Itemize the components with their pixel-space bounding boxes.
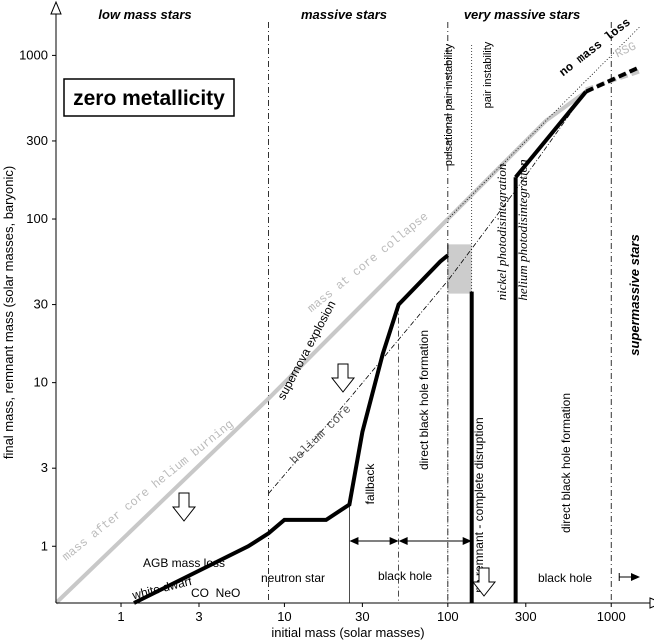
fallback-range-arrow-right-head (389, 537, 399, 545)
series-helium-core-line (268, 91, 587, 494)
series-no-mass-loss-line (447, 26, 641, 220)
series-lines (54, 26, 641, 605)
x-tick-label: 1000 (597, 609, 626, 624)
y-axis-arrowhead (50, 0, 62, 15)
co-label: CO (191, 586, 209, 600)
y-tick-label: 1000 (19, 47, 48, 62)
black-hole-label-1: black hole (378, 569, 432, 583)
y-tick-label: 1 (41, 538, 48, 553)
neutron-star-label: neutron star (261, 571, 325, 585)
helium-label: helium photodisintegration (515, 159, 530, 300)
shaded-bands (447, 244, 472, 294)
y-axis-title: final mass, remnant mass (solar masses, … (1, 166, 16, 459)
direct-bh-range-arrow-left-head (398, 537, 408, 545)
no-remnant-label: no remnant - complete disruption (472, 417, 486, 592)
supernova-down-arrow (330, 363, 356, 393)
no-remnant-down-arrow (471, 567, 497, 597)
y-tick-label: 100 (26, 211, 48, 226)
x-tick-label: 300 (515, 609, 537, 624)
x-axis-arrowhead (649, 597, 654, 609)
fallback-range-arrow-left-head (349, 537, 359, 545)
nickel-label: nickel photodisintegration (494, 164, 509, 301)
badge-label: zero metallicity (73, 87, 225, 110)
region-title-low-mass: low mass stars (98, 7, 191, 22)
direct-bh-label-2: direct black hole formation (559, 393, 573, 533)
direct-bh-label-1: direct black hole formation (417, 330, 431, 470)
x-axis-title: initial mass (solar masses) (271, 625, 424, 640)
y-tick-label: 30 (34, 297, 48, 312)
direct-bh-range-arrow-right-head (462, 537, 472, 545)
neo-label: NeO (216, 586, 241, 600)
x-tick-label: 3 (195, 609, 202, 624)
y-tick-label: 10 (34, 375, 48, 390)
y-tick-label: 300 (26, 133, 48, 148)
region-title-very-massive: very massive stars (464, 7, 580, 22)
x-tick-label: 10 (277, 609, 291, 624)
ppi-remnant-band (447, 244, 472, 294)
x-tick-label: 30 (355, 609, 369, 624)
agb-down-arrow (171, 492, 197, 522)
bh-arrow-head (631, 573, 640, 581)
badge-box (63, 78, 235, 117)
series-remnant-line (133, 253, 450, 605)
x-tick-label: 100 (437, 609, 459, 624)
ppi-label: pulsational pair instability (443, 43, 455, 166)
region-title-massive: massive stars (301, 7, 387, 22)
pi-label: pair instability (482, 41, 494, 108)
agb-label: AGB mass loss (143, 556, 225, 570)
fallback-label: fallback (363, 463, 377, 505)
y-tick-label: 3 (41, 460, 48, 475)
x-tick-label: 1 (117, 609, 124, 624)
black-hole-label-2: black hole (538, 571, 592, 585)
remnant-bh-line (514, 90, 588, 179)
region-title-supermassive: supermassive stars (627, 234, 642, 355)
remnant-extrapolation-line (585, 65, 641, 94)
